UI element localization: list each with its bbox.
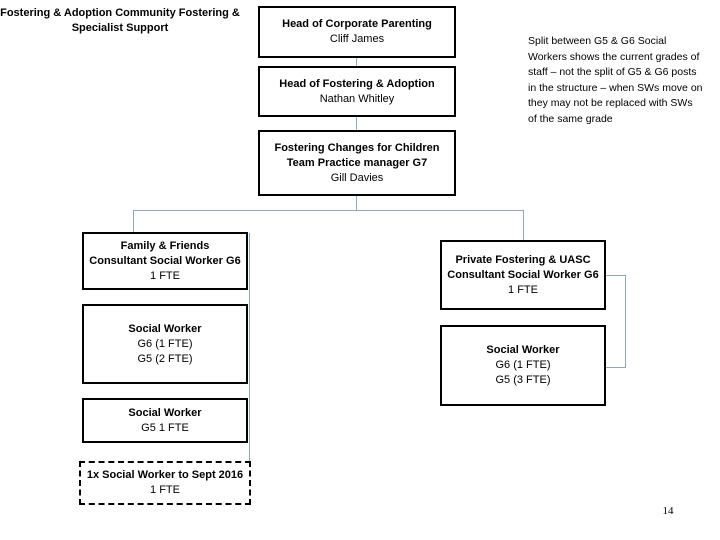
node-fostering-changes-for-children[interactable]: Fostering Changes for Children Team Prac… (258, 130, 456, 196)
connector-head-to-fostering-changes (356, 117, 357, 130)
node-grade-g5: G5 (3 FTE) (495, 374, 551, 386)
page-title-line-1: Fostering & Adoption (0, 7, 113, 19)
grade-split-note: Split between G5 & G6 Social Workers sho… (528, 35, 703, 125)
node-person-name: Nathan Whitley (319, 92, 395, 105)
node-title: 1x Social Worker to Sept 2016 (86, 469, 244, 481)
node-social-worker-family-friends[interactable]: Social Worker G6 (1 FTE) G5 (2 FTE) (82, 304, 248, 384)
node-title: Social Worker (128, 322, 202, 335)
node-grade-g5: G5 (2 FTE) (137, 352, 193, 365)
connector-right-bracket-vertical (625, 275, 626, 367)
node-grade-g6: G6 (1 FTE) (137, 337, 193, 350)
node-social-worker-temporary[interactable]: 1x Social Worker to Sept 2016 1 FTE (79, 461, 251, 505)
node-social-worker-g5[interactable]: Social Worker G5 1 FTE (82, 398, 248, 443)
node-fte: 1 FTE (150, 269, 180, 282)
node-private-fostering-uasc[interactable]: Private Fostering & UASC Consultant Soci… (440, 240, 606, 310)
node-title: Social Worker (486, 344, 560, 356)
node-head-of-corporate-parenting[interactable]: Head of Corporate Parenting Cliff James (258, 6, 456, 58)
connector-branch-stem (356, 196, 357, 211)
node-title: Fostering Changes for Children (274, 141, 440, 154)
node-role: Consultant Social Worker G6 (89, 254, 241, 267)
node-title: Head of Fostering & Adoption (279, 77, 435, 90)
connector-drop-private-fostering (523, 210, 524, 241)
node-role: Team Practice manager G7 (286, 156, 428, 169)
node-head-of-fostering-and-adoption[interactable]: Head of Fostering & Adoption Nathan Whit… (258, 66, 456, 117)
node-fte: 1 FTE (508, 283, 538, 296)
node-fte: 1 FTE (150, 484, 180, 496)
node-grade-g5: G5 1 FTE (141, 421, 189, 434)
connector-branch-bar (133, 210, 524, 211)
node-role: Consultant Social Worker G6 (447, 268, 599, 281)
node-person-name: Cliff James (329, 33, 385, 45)
node-grade-g6: G6 (1 FTE) (495, 359, 551, 371)
node-title: Private Fostering & UASC (455, 253, 591, 266)
node-social-worker-private-fostering[interactable]: Social Worker G6 (1 FTE) G5 (3 FTE) (440, 325, 606, 406)
connector-drop-family-friends (133, 210, 134, 233)
node-title: Social Worker (128, 406, 202, 419)
page-title: Fostering & Adoption Community Fostering… (0, 6, 240, 36)
connector-right-bracket-bottom (606, 367, 626, 368)
node-person-name: Gill Davies (330, 171, 384, 184)
node-title: Head of Corporate Parenting (282, 18, 432, 30)
connector-corporate-to-head (356, 58, 357, 67)
page-title-line-2: Community Fostering & Specialist Support (71, 7, 240, 34)
node-family-and-friends[interactable]: Family & Friends Consultant Social Worke… (82, 232, 248, 290)
connector-right-bracket-top (606, 275, 626, 276)
node-title: Family & Friends (120, 239, 210, 252)
connector-left-column-spine (249, 233, 250, 463)
page-number: 14 (662, 505, 674, 517)
